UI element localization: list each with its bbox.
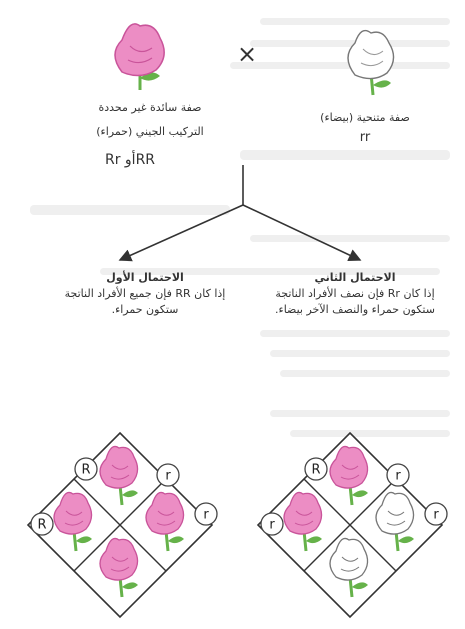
white-offspring-flower — [375, 491, 415, 552]
svg-text:r: r — [269, 518, 275, 533]
cross-symbol: × — [237, 40, 258, 68]
allele-label: R — [304, 457, 328, 481]
svg-text:R: R — [37, 518, 46, 533]
possibility-two-line2: ستكون حمراء والنصف الآخر بيضاء. — [275, 303, 435, 316]
allele-label: r — [260, 512, 284, 536]
allele-label: r — [424, 502, 448, 526]
possibility-two: الاحتمال الثاني إذا كان Rr فإن نصف الأفر… — [255, 270, 455, 318]
punnett-divider — [73, 478, 167, 572]
svg-text:r: r — [165, 469, 171, 484]
svg-text:r: r — [203, 508, 209, 523]
red-offspring-flower — [99, 445, 139, 506]
possibility-two-line1: إذا كان Rr فإن نصف الأفراد الناتجة — [275, 287, 435, 300]
allele-label: r — [156, 463, 180, 487]
allele-label: r — [194, 502, 218, 526]
red-offspring-flower — [145, 491, 185, 552]
white-offspring-flower — [329, 537, 369, 598]
punnett-divider — [303, 478, 397, 572]
left-parent-trait-line2: التركيب الجيني (حمراء) — [96, 125, 204, 138]
red-offspring-flower — [283, 491, 323, 552]
arrow-left — [118, 204, 244, 262]
right-parent-trait: صفة متنحية (بيضاء) — [320, 111, 410, 124]
svg-text:R: R — [311, 463, 320, 478]
allele-label: R — [74, 457, 98, 481]
possibility-one-line2: ستكون حمراء. — [111, 303, 179, 316]
red-offspring-flower — [53, 491, 93, 552]
svg-text:r: r — [395, 469, 401, 484]
possibility-one: الاحتمال الأول إذا كان RR فإن جميع الأفر… — [55, 270, 235, 318]
allele-label: R — [30, 512, 54, 536]
possibility-two-title: الاحتمال الثاني — [314, 271, 396, 284]
svg-text:r: r — [433, 508, 439, 523]
left-parent-genotype: RRأو Rr — [104, 152, 156, 168]
left-parent-trait: صفة سائدة غير محددة التركيب الجيني (حمرا… — [70, 100, 230, 140]
allele-label: r — [386, 463, 410, 487]
arrow-right — [242, 204, 362, 262]
possibility-one-title: الاحتمال الأول — [106, 271, 184, 284]
svg-text:R: R — [81, 463, 90, 478]
red-offspring-flower — [329, 445, 369, 506]
left-parent-trait-line1: صفة سائدة غير محددة — [98, 101, 202, 114]
red-offspring-flower — [99, 537, 139, 598]
red-parent-flower — [114, 23, 165, 90]
right-parent-genotype: rr — [359, 130, 371, 145]
possibility-one-line1: إذا كان RR فإن جميع الأفراد الناتجة — [64, 287, 226, 300]
white-parent-flower — [347, 29, 395, 96]
